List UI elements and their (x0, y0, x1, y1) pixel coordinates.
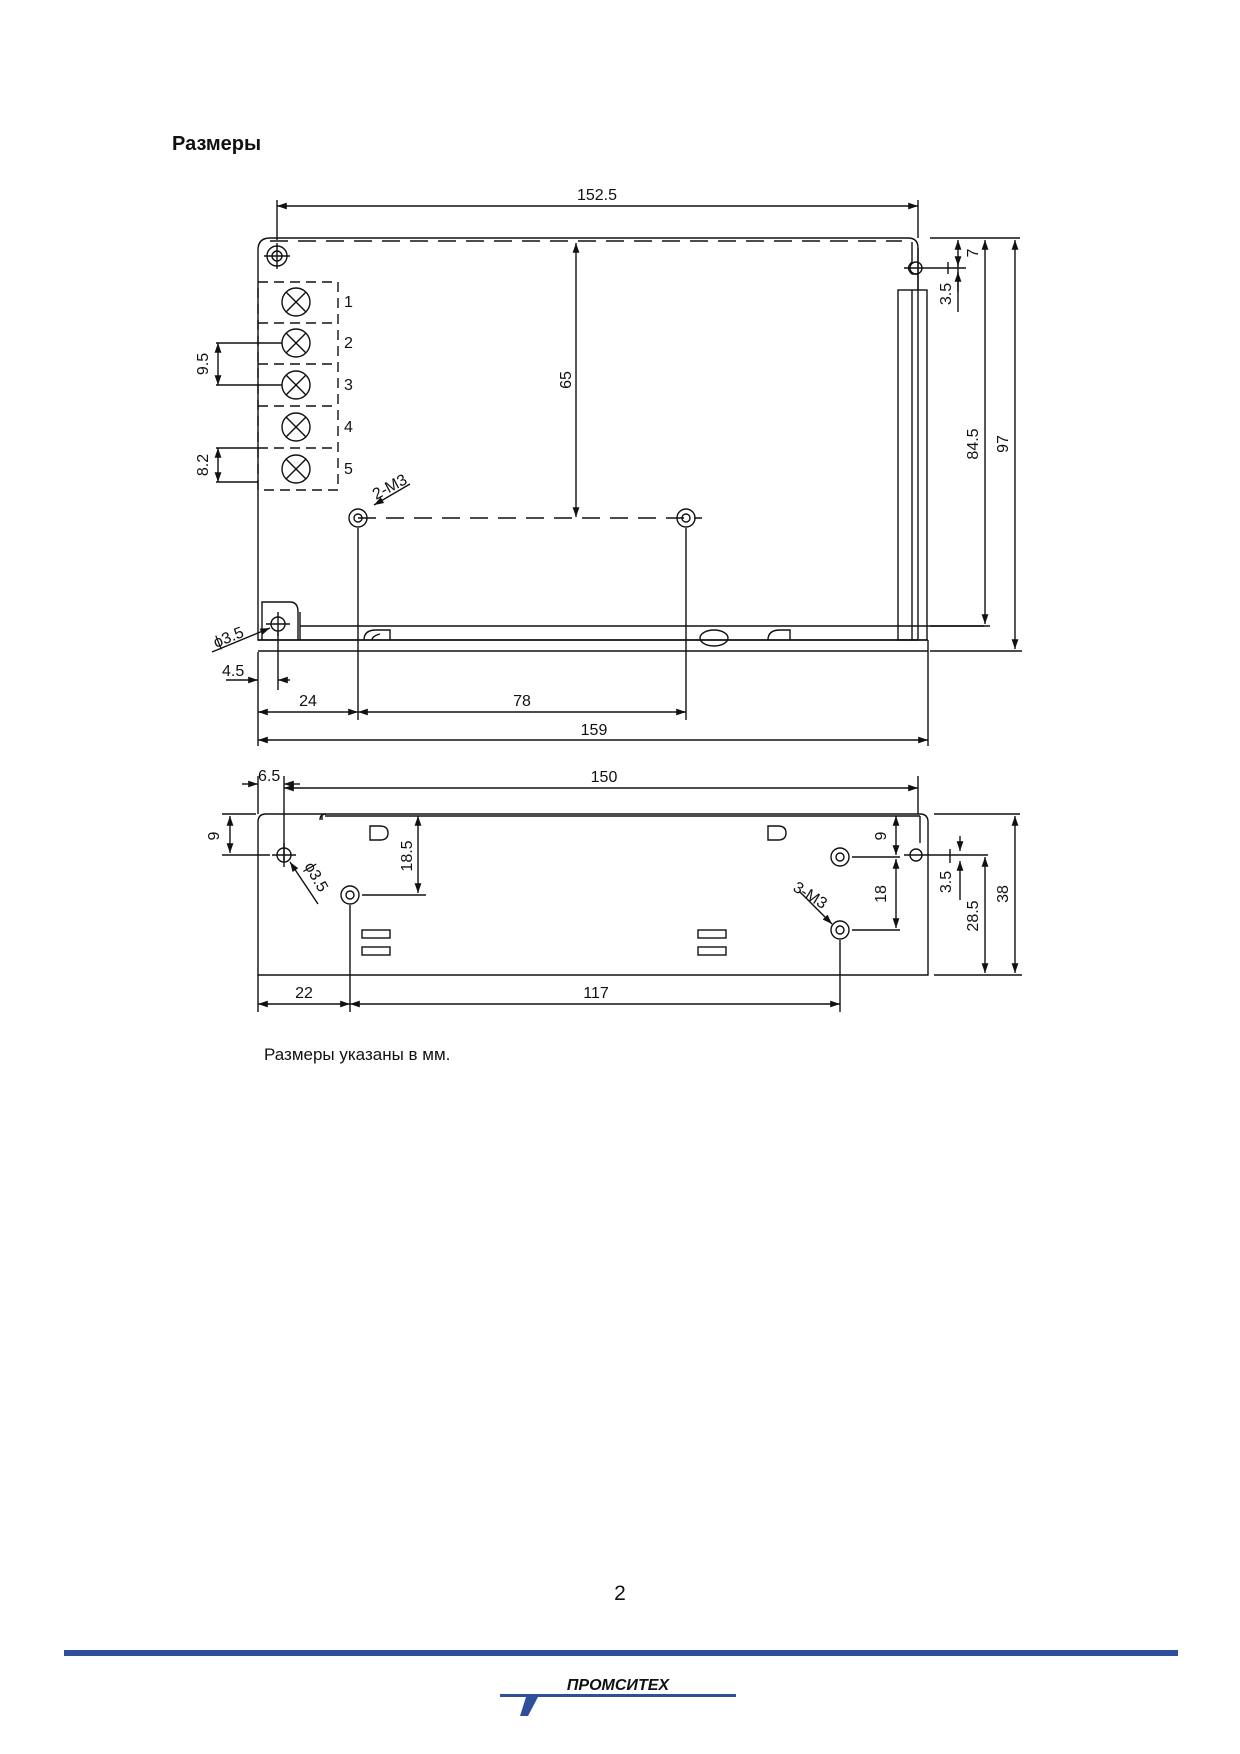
section-heading: Размеры (172, 133, 262, 155)
side-hole-right-icon (904, 848, 930, 862)
dim-9-right: 9 (873, 831, 890, 840)
side-m3-hole-top-right-icon (830, 847, 850, 867)
dim-97: 97 (995, 435, 1012, 453)
dim-6-5: 6.5 (258, 768, 280, 785)
dim-117: 117 (583, 985, 609, 1002)
dim-38: 38 (995, 885, 1012, 903)
terminal-label-4: 4 (344, 419, 353, 436)
label-3-m3: 3-M3 (790, 879, 830, 913)
dim-3-5-side: 3.5 (938, 871, 955, 893)
label-side-hole: ϕ3.5 (301, 860, 331, 896)
terminal-screw-icon (281, 287, 311, 317)
dim-24: 24 (299, 693, 317, 710)
dim-28-5: 28.5 (965, 900, 982, 931)
terminal-screw-icon (281, 412, 311, 442)
dim-84-5: 84.5 (965, 428, 982, 459)
footer-rule (64, 1650, 1178, 1656)
terminal-block (257, 281, 339, 491)
dim-8-2: 8.2 (195, 454, 212, 476)
terminal-screw-icon (281, 370, 311, 400)
dim-159: 159 (581, 722, 608, 739)
page-number: 2 (614, 1582, 626, 1605)
screw-top-left-icon (264, 243, 290, 269)
terminal-screw-icon (281, 454, 311, 484)
label-2-m3: 2-M3 (370, 471, 410, 503)
dim-9-left: 9 (206, 831, 223, 840)
m3-hole-right-icon (676, 508, 696, 528)
dim-4-5: 4.5 (222, 663, 244, 680)
dimension-drawing: 152.5 65 9.5 8.2 1 2 3 4 5 2-M3 ϕ3.5 4.5… (195, 187, 1022, 1012)
dim-65: 65 (558, 371, 575, 389)
units-note: Размеры указаны в мм. (264, 1045, 451, 1064)
side-view-outline (257, 813, 929, 976)
terminal-label-2: 2 (344, 335, 353, 352)
logo-text: ПРОМСИТЕХ (567, 1677, 670, 1694)
dim-3-5-top: 3.5 (938, 283, 955, 305)
dim-78: 78 (513, 693, 531, 710)
side-m3-hole-left-icon (340, 885, 360, 905)
terminal-screw-icon (281, 328, 311, 358)
dim-150: 150 (591, 769, 618, 786)
dim-7: 7 (965, 248, 982, 257)
m3-hole-left-icon (348, 508, 368, 528)
terminal-label-5: 5 (344, 461, 353, 478)
dim-18: 18 (873, 885, 890, 903)
dim-9-5: 9.5 (195, 353, 212, 375)
company-logo: ПРОМСИТЕХ (500, 1677, 736, 1716)
dim-18-5: 18.5 (399, 840, 416, 871)
dim-152-5: 152.5 (577, 187, 617, 204)
terminal-label-3: 3 (344, 377, 353, 394)
label-hole-dia: ϕ3.5 (211, 624, 246, 651)
top-view-outline (257, 237, 984, 652)
dim-22: 22 (295, 985, 313, 1002)
side-m3-hole-bottom-right-icon (830, 920, 850, 940)
terminal-label-1: 1 (344, 294, 353, 311)
